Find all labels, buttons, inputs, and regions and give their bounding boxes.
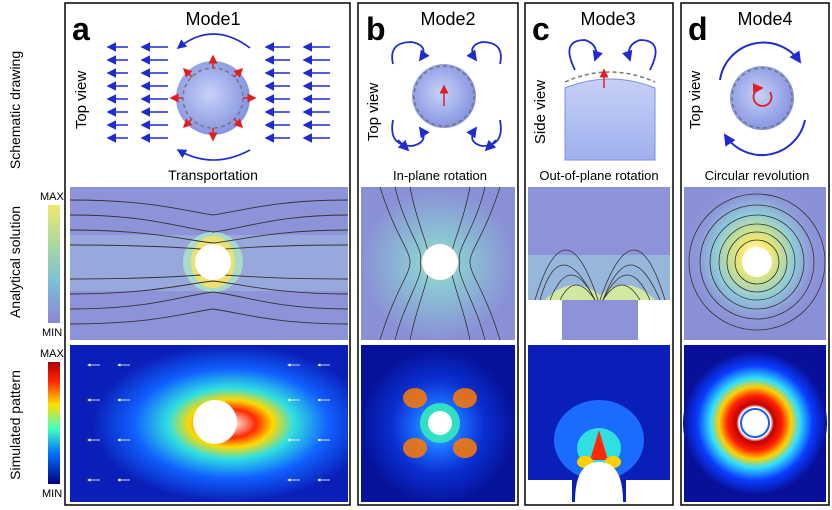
row-label-simulated: Simulated pattern [7,370,23,480]
panel-a: a Mode1 Top view [64,2,351,506]
view-label-d: Top view [687,71,704,130]
view-label-a: Top view [73,71,90,130]
panel-letter-d: d [688,11,708,47]
colorbar-simulated [48,362,60,484]
caption-b: In-plane rotation [393,168,487,183]
mode-title-d: Mode4 [737,9,792,29]
mode-title-b: Mode2 [420,9,475,29]
revolution-arrows-d [719,41,806,157]
view-label-b: Top view [365,83,382,142]
simulated-b [361,345,515,502]
caption-c: Out-of-plane rotation [539,168,658,183]
rotation-arrows-c [568,39,657,71]
panel-letter-c: c [532,11,550,47]
colorbar-analytical [48,205,60,323]
simulated-d [683,345,827,502]
colorbar-analytical-max: MAX [40,191,65,203]
force-arrows-a [169,54,257,142]
row-label-schematic: Schematic drawing [7,51,23,169]
caption-a: Transportation [168,167,258,183]
particle-a [176,61,250,135]
view-label-c: Side view [532,80,549,144]
caption-d: Circular revolution [705,168,810,183]
mode-title-c: Mode3 [580,9,635,29]
simulated-c [528,345,670,502]
colorbar-simulated-max: MAX [40,348,65,360]
panel-letter-b: b [366,11,386,47]
panel-d: d Mode4 Top view Circular revolution [680,2,830,506]
panel-letter-a: a [72,11,90,47]
particle-c [564,78,656,161]
analytical-b [361,186,515,341]
mode-title-a: Mode1 [185,9,240,29]
analytical-d [684,187,826,340]
rotation-arrow-d [752,83,773,107]
panel-c: c Mode3 Side view Out-of-plane rotation [524,2,674,506]
analytical-c [528,187,670,340]
vortex-arrows-b [391,41,502,152]
flow-arrows-a [106,33,330,161]
panel-b: b Mode2 Top view In-plane rotation [357,2,519,506]
colorbar-simulated-min: MIN [42,488,62,500]
simulated-a [70,345,348,502]
particle-d [730,66,794,130]
colorbar-analytical-min: MIN [42,327,62,339]
row-label-analytical: Analytical solution [7,206,23,318]
analytical-a [69,187,349,340]
